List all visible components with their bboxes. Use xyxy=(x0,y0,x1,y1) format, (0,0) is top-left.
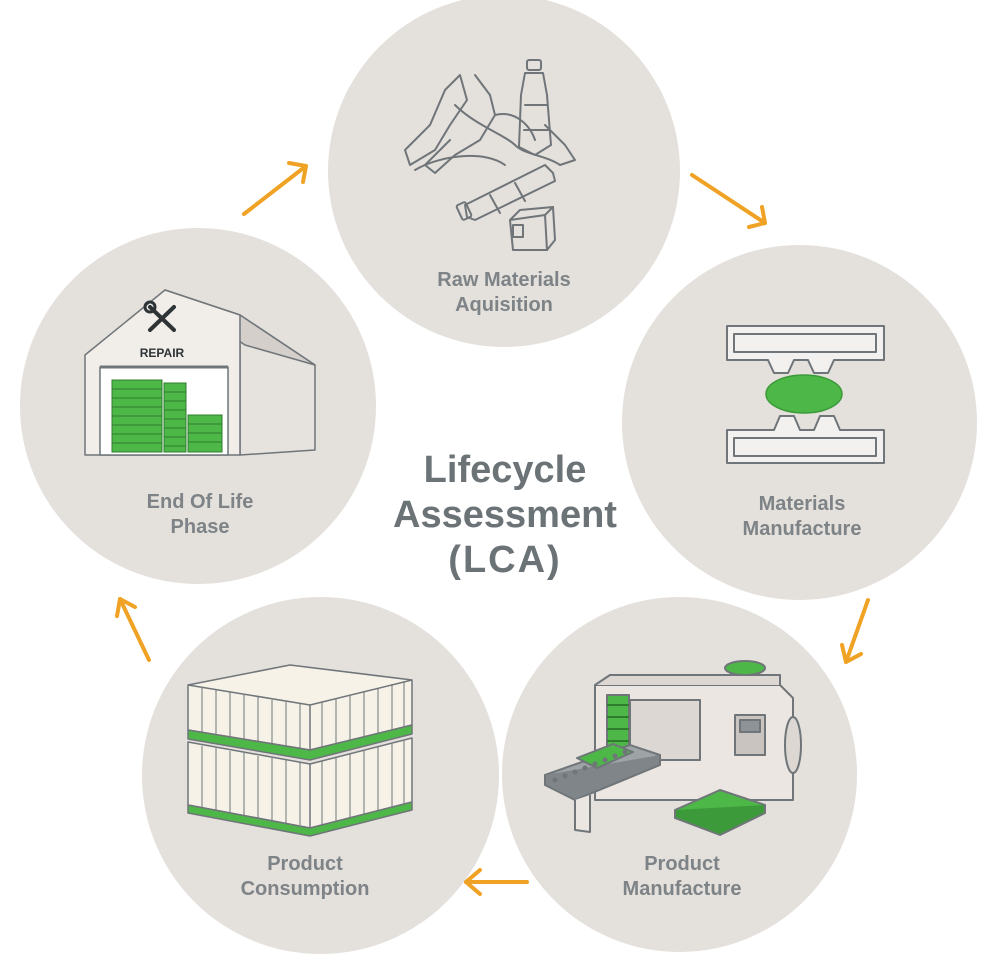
stage-label-raw-materials: Raw Materials Aquisition xyxy=(374,268,634,318)
stage-label-line: Product xyxy=(267,853,343,875)
injection-machine-icon xyxy=(544,660,802,836)
repair-sign: REPAIR xyxy=(140,346,185,360)
title-line-1: Lifecycle xyxy=(423,449,587,491)
stage-label-line: Manufacture xyxy=(622,878,742,900)
stage-label-product-consumption: Product Consumption xyxy=(175,852,435,902)
stage-label-line: Manufacture xyxy=(742,518,862,540)
stage-label-line: Consumption xyxy=(240,878,370,900)
stage-label-materials-manufacture: Materials Manufacture xyxy=(672,492,932,542)
circle-raw-materials xyxy=(328,0,680,347)
stage-label-end-of-life: End Of Life Phase xyxy=(70,490,330,540)
plastic-waste-icon xyxy=(404,59,576,251)
stage-label-line: Phase xyxy=(170,516,230,538)
repair-warehouse-icon: REPAIR xyxy=(84,289,316,456)
pallet-stack-icon xyxy=(187,664,413,837)
stage-label-line: Materials xyxy=(758,493,846,515)
mold-icon xyxy=(726,325,885,464)
stage-label-line: Product xyxy=(644,853,720,875)
title-line-3: (LCA) xyxy=(448,539,562,581)
diagram-title: Lifecycle Assessment (LCA) xyxy=(360,448,650,583)
circle-materials-manufacture xyxy=(622,245,977,600)
stage-label-line: End Of Life xyxy=(146,491,254,513)
stage-label-product-manufacture: Product Manufacture xyxy=(552,852,812,902)
stage-label-line: Raw Materials xyxy=(437,269,571,291)
stage-label-line: Aquisition xyxy=(455,294,553,316)
title-line-2: Assessment xyxy=(393,494,617,536)
